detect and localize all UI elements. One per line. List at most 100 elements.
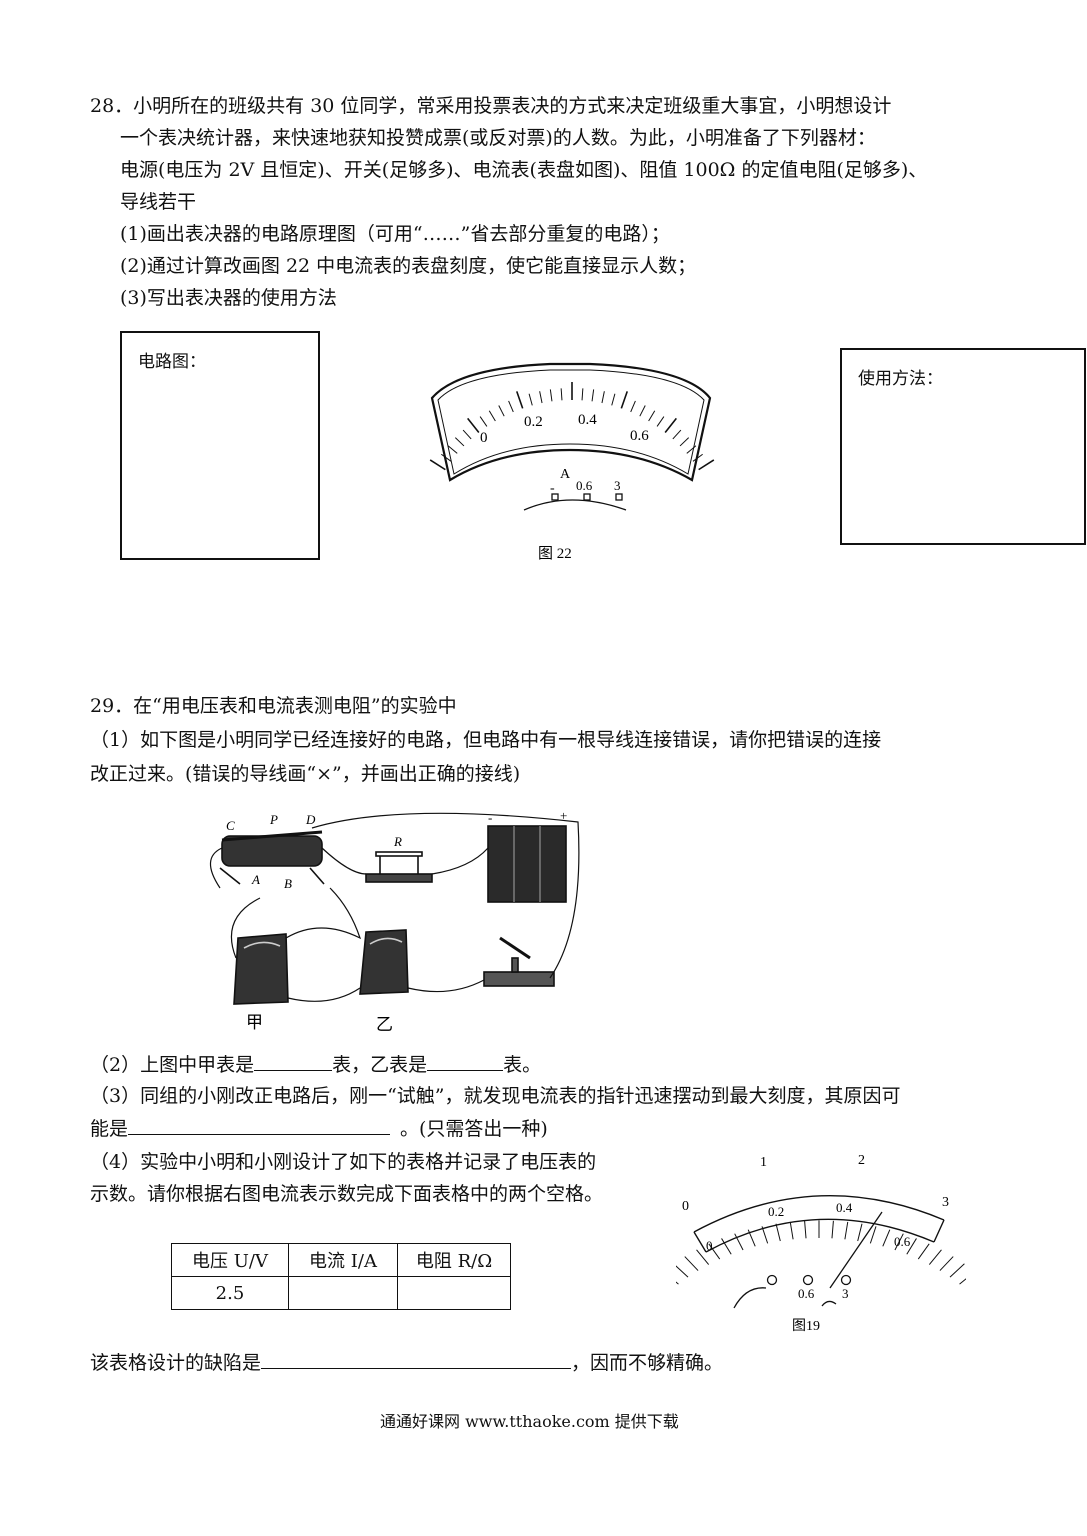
dial-tick [656, 416, 665, 427]
cell-current-blank[interactable] [288, 1276, 398, 1310]
dial-tick [429, 459, 446, 471]
q29-defect-text-b: ，因而不够精确。 [571, 1352, 724, 1374]
q29-p3-line1: （3）同组的小刚改正电路后，刚一“试触”，就发现电流表的指针迅速摆动到最大刻度，… [90, 1085, 901, 1107]
dial-tick [560, 388, 563, 401]
q29-p3-line2: 能是 。(只需答出一种) [90, 1116, 548, 1141]
dial-label-0: 0 [480, 430, 488, 446]
figure19-terminals [733, 1274, 852, 1309]
dial-tick [539, 391, 543, 404]
dial-tick [639, 405, 646, 417]
inner-label-0: 0 [706, 1238, 713, 1253]
scale-tick [857, 1223, 863, 1242]
scale-tick [906, 1238, 917, 1255]
dial-tick [620, 391, 629, 409]
terminal-posts [523, 493, 627, 511]
dial-ticks [429, 382, 715, 471]
q28-line1: 28．小明所在的班级共有 30 位同学，常采用投票表决的方式来决定班级重大事宜，… [90, 95, 892, 117]
knife-switch [483, 936, 555, 987]
scale-tick [734, 1233, 744, 1251]
table-header-resistance: 电阻 R/Ω [397, 1243, 511, 1277]
meter-yi [359, 929, 409, 995]
table-header-row: 电压 U/V 电流 I/A 电阻 R/Ω [171, 1243, 511, 1277]
rheostat-label-a: A [251, 872, 260, 887]
dial-tick [447, 445, 458, 454]
inner-label-02: 0.2 [768, 1204, 784, 1219]
scale-tick [676, 1265, 689, 1278]
terminal19-06: 0.6 [798, 1286, 815, 1301]
scale-tick [804, 1220, 807, 1239]
scale-tick [949, 1263, 965, 1278]
outer-label-1: 1 [760, 1155, 767, 1170]
terminal-3: 3 [614, 478, 621, 493]
dial-tick [508, 400, 514, 413]
fixed-resistor [365, 851, 433, 883]
battery [487, 825, 567, 903]
terminal-unit-label: A [560, 467, 571, 482]
q29-p2-text-a: （2）上图中甲表是 [90, 1054, 255, 1076]
dial-tick [479, 416, 488, 427]
measurement-table: 电压 U/V 电流 I/A 电阻 R/Ω 2.5 [171, 1243, 511, 1310]
cell-resistance-blank[interactable] [397, 1276, 511, 1310]
dial-tick [581, 388, 584, 401]
scale-tick [708, 1243, 721, 1260]
rheostat-label-d: D [305, 812, 316, 827]
scale-tick [721, 1238, 732, 1255]
dial-tick [686, 445, 697, 454]
dial-tick [528, 393, 533, 406]
circuit-diagram-box[interactable]: 电路图： [120, 331, 320, 560]
scale-tick [775, 1223, 781, 1242]
q28-sub1: (1)画出表决器的电路原理图（可用“……”省去部分重复的电路）； [120, 223, 670, 245]
scale-tick [831, 1220, 834, 1239]
figure22-caption: 图 22 [538, 545, 572, 562]
dial-tick [591, 389, 595, 402]
q29-p2-text-b: 表，乙表是 [332, 1054, 428, 1076]
blank-reason[interactable] [128, 1116, 391, 1135]
dial-tick [454, 437, 465, 447]
rheostat-label-c: C [226, 818, 235, 833]
dial-tick [630, 400, 636, 413]
usage-method-box[interactable]: 使用方法： [840, 348, 1086, 545]
circuit-box-label: 电路图： [138, 352, 206, 372]
q28-sub3: (3)写出表决器的使用方法 [120, 287, 337, 309]
q29-p1-line1: （1）如下图是小明同学已经连接好的电路，但电路中有一根导线连接错误，请你把错误的… [90, 729, 882, 751]
rheostat [219, 830, 325, 885]
blank-meter-jia[interactable] [254, 1052, 333, 1071]
meter-jia [233, 933, 289, 1005]
dial-tick [648, 410, 656, 422]
dial-tick [611, 393, 616, 406]
outer-label-0: 0 [682, 1199, 689, 1214]
q29-p2-text-c: 表。 [503, 1054, 542, 1076]
table-header-current: 电流 I/A [288, 1243, 398, 1277]
q29-defect-line: 该表格设计的缺陷是 ，因而不够精确。 [90, 1350, 723, 1375]
scale-tick [844, 1221, 849, 1240]
scale-ticks [676, 1220, 966, 1285]
dial-label-04: 0.4 [578, 412, 597, 428]
q29-p3-text-a: 能是 [90, 1118, 129, 1140]
terminal19-3: 3 [842, 1286, 849, 1301]
scale-tick [761, 1226, 769, 1244]
q29-title: 29．在“用电压表和电流表测电阻”的实验中 [90, 695, 457, 717]
q28-line4: 导线若干 [120, 191, 197, 213]
meter-yi-label: 乙 [376, 1015, 393, 1034]
battery-plus-label: + [560, 808, 567, 823]
inner-label-06: 0.6 [894, 1234, 911, 1249]
dial-tick [488, 410, 496, 422]
scale-tick [882, 1229, 891, 1247]
q29-p4-line2: 示数。请你根据右图电流表示数完成下面表格中的两个空格。 [90, 1183, 604, 1205]
dial-label-06: 0.6 [630, 428, 649, 444]
resistor-label: R [393, 834, 402, 849]
blank-meter-yi[interactable] [427, 1052, 504, 1071]
scale-tick [917, 1243, 930, 1260]
dial-tick [549, 389, 553, 402]
blank-table-defect[interactable] [261, 1350, 572, 1369]
q28-line2: 一个表决统计器，来快速地获知投赞成票(或反对票)的人数。为此，小明准备了下列器材… [120, 127, 876, 149]
q29-p4-line1: （4）实验中小明和小刚设计了如下的表格并记录了电压表的 [90, 1151, 597, 1173]
dial-label-02: 0.2 [524, 414, 543, 430]
table-header-voltage: 电压 U/V [171, 1243, 289, 1277]
q28-sub2: (2)通过计算改画图 22 中电流表的表盘刻度，使它能直接显示人数； [120, 255, 697, 277]
q29-p3-text-b: 。(只需答出一种) [400, 1118, 548, 1140]
dial-tick [679, 437, 690, 447]
page-footer: 通通好课网 www.tthaoke.com 提供下载 [380, 1412, 679, 1431]
scale-arc [693, 1195, 945, 1253]
q29-defect-text-a: 该表格设计的缺陷是 [90, 1352, 262, 1374]
